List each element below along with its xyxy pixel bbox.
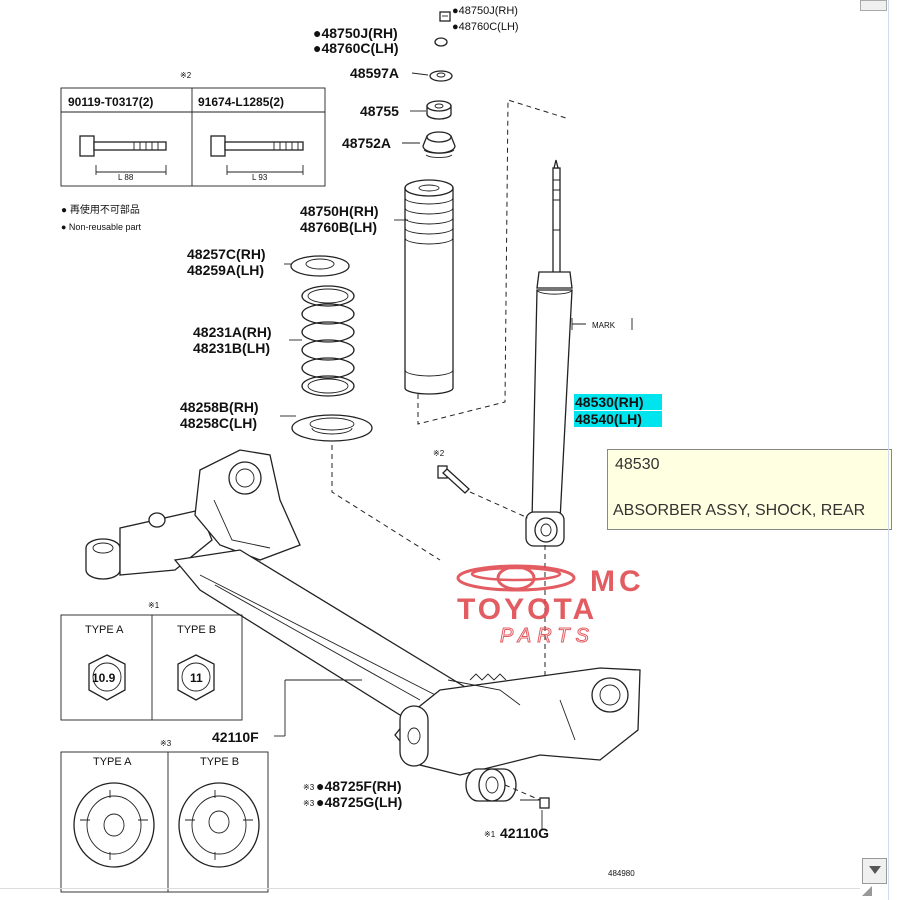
bushing-type-b-icon xyxy=(178,782,260,868)
note-3-type: ※3 xyxy=(160,739,172,748)
note-2-bolt: ※2 xyxy=(433,449,445,458)
callout-48597a[interactable]: 48597A xyxy=(350,65,399,81)
callout-48750h[interactable]: 48750H(RH) xyxy=(300,203,379,219)
washer-48597a[interactable] xyxy=(429,70,453,82)
callout-48258c[interactable]: 48258C(LH) xyxy=(180,415,257,431)
bushing-type-a-icon xyxy=(73,782,155,868)
bolt-42110g[interactable] xyxy=(520,797,550,809)
callout-48530[interactable]: 48530(RH) xyxy=(575,394,643,410)
scrollbar-track[interactable] xyxy=(888,0,889,900)
leader-boot xyxy=(417,99,567,425)
part-tooltip: 48530 ABSORBER ASSY, SHOCK, REAR xyxy=(607,449,892,530)
callout-48725g[interactable]: ●48725G(LH) xyxy=(316,794,402,810)
callout-48725f[interactable]: ●48725F(RH) xyxy=(316,778,401,794)
type-table-bushings: ※3 TYPE A TYPE B xyxy=(60,739,269,893)
type-a-value: 10.9 xyxy=(92,671,116,685)
bushing-48725f[interactable] xyxy=(465,768,517,802)
bolt-91674-icon[interactable] xyxy=(210,135,304,157)
lower-insulator-48258b[interactable] xyxy=(291,414,373,442)
nut-48750j-top[interactable] xyxy=(439,11,451,22)
dust-boot-48750h[interactable] xyxy=(404,179,454,395)
scroll-down-button[interactable] xyxy=(862,858,887,884)
callout-48259a[interactable]: 48259A(LH) xyxy=(187,262,264,278)
scrollbar-top-button[interactable] xyxy=(860,0,887,11)
callout-42110g[interactable]: 42110G xyxy=(500,825,549,841)
bolt-shock-lower[interactable] xyxy=(437,465,470,494)
callout-48760c[interactable]: ●48760C(LH) xyxy=(313,40,398,56)
upper-seat-48257c[interactable] xyxy=(290,255,350,277)
highlight-48530 xyxy=(574,394,662,410)
callout-48750j-top[interactable]: ●48750J(RH) xyxy=(452,5,518,17)
type-b-label-top: TYPE B xyxy=(177,624,216,636)
callout-42110f[interactable]: 42110F xyxy=(212,729,259,745)
callout-48760c-top[interactable]: ●48760C(LH) xyxy=(452,21,519,33)
bolt-table-col1: 90119-T0317(2) xyxy=(68,95,153,109)
tooltip-part-description: ABSORBER ASSY, SHOCK, REAR xyxy=(613,502,866,519)
bolt-90119-icon[interactable] xyxy=(79,135,167,157)
legend-en: ● Non-reusable part xyxy=(61,222,141,232)
callout-48752a[interactable]: 48752A xyxy=(342,135,391,151)
watermark-line1: MC xyxy=(590,565,645,598)
mark-leader xyxy=(571,318,633,330)
callout-48257c[interactable]: 48257C(RH) xyxy=(187,246,266,262)
bolt-table: ※2 90119-T0317(2) 91674-L1285(2) L 88 L … xyxy=(60,71,326,187)
callout-48755[interactable]: 48755 xyxy=(360,103,399,119)
washer-48750j[interactable] xyxy=(434,37,448,47)
axle-beam-42110f[interactable] xyxy=(85,449,641,776)
type-table-nuts: ※1 TYPE A TYPE B 10.9 11 xyxy=(60,601,243,721)
watermark-line2: TOYOTA xyxy=(457,593,597,626)
type-b-value: 11 xyxy=(190,671,203,685)
type-a-label-top: TYPE A xyxy=(85,624,124,636)
chevron-down-icon xyxy=(869,866,881,874)
coil-spring-48231a[interactable] xyxy=(301,285,355,397)
callout-48540[interactable]: 48540(LH) xyxy=(575,411,642,427)
highlight-48540 xyxy=(574,411,662,427)
bumper-48752a[interactable] xyxy=(422,131,456,158)
callout-48750j[interactable]: ●48750J(RH) xyxy=(313,25,398,41)
leader-shock-bolt xyxy=(469,491,529,519)
bolt-table-col2: 91674-L1285(2) xyxy=(198,95,284,109)
resize-grip-icon[interactable] xyxy=(862,886,872,896)
note-1-type: ※1 xyxy=(148,601,160,610)
note-1-g: ※1 xyxy=(484,830,496,839)
callout-48231a[interactable]: 48231A(RH) xyxy=(193,324,272,340)
legend-jp: ● 再使用不可部品 xyxy=(61,203,140,216)
watermark-line3: PARTS xyxy=(500,625,595,647)
type-a-label-bottom: TYPE A xyxy=(93,756,132,768)
bolt-length-1: L 88 xyxy=(118,173,134,182)
bushing-48755[interactable] xyxy=(426,100,452,120)
nut-type-a-icon xyxy=(88,654,126,701)
leader-insulator xyxy=(331,445,441,561)
note-3-g: ※3 xyxy=(303,799,315,808)
bolt-length-2: L 93 xyxy=(252,173,268,182)
type-b-label-bottom: TYPE B xyxy=(200,756,239,768)
tooltip-part-code: 48530 xyxy=(615,456,660,473)
figure-id: 484980 xyxy=(608,869,635,878)
note-3-f: ※3 xyxy=(303,783,315,792)
watermark-logo: MC TOYOTA PARTS xyxy=(456,564,645,648)
callout-48258b[interactable]: 48258B(RH) xyxy=(180,399,259,415)
horizontal-scrollbar-track[interactable] xyxy=(0,888,860,889)
note-2-top: ※2 xyxy=(180,71,192,80)
shock-absorber-48530[interactable] xyxy=(525,159,573,547)
callout-48760b[interactable]: 48760B(LH) xyxy=(300,219,377,235)
nut-type-b-icon xyxy=(177,654,215,701)
mark-label: MARK xyxy=(592,321,616,330)
callout-48231b[interactable]: 48231B(LH) xyxy=(193,340,270,356)
